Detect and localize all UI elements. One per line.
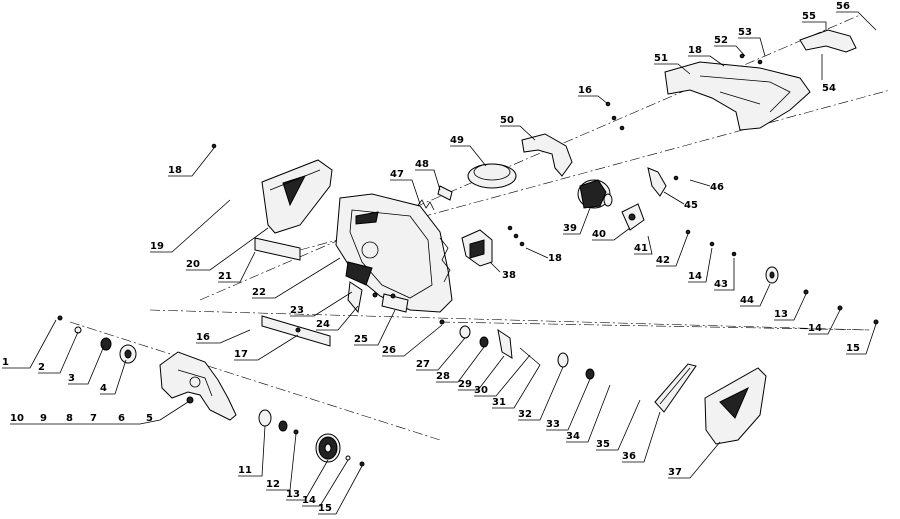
callout-23: 23 bbox=[290, 305, 304, 316]
callout-40: 40 bbox=[592, 229, 606, 240]
part-pulley-bracket bbox=[621, 203, 645, 231]
callout-8: 8 bbox=[66, 413, 73, 424]
callout-15-wheel: 15 bbox=[318, 503, 332, 514]
callout-14-lower: 14 bbox=[808, 323, 822, 334]
part-spring-and-clip bbox=[417, 185, 453, 211]
callout-56: 56 bbox=[836, 1, 850, 12]
callout-13-shaft: 13 bbox=[774, 309, 788, 320]
callout-52: 52 bbox=[714, 35, 728, 46]
callout-41: 41 bbox=[634, 243, 648, 254]
part-plate bbox=[254, 237, 301, 261]
callout-54: 54 bbox=[822, 83, 836, 94]
small-fasteners bbox=[211, 53, 879, 325]
callout-49: 49 bbox=[450, 135, 464, 146]
callout-29: 29 bbox=[458, 379, 472, 390]
callout-12: 12 bbox=[266, 479, 280, 490]
callout-55: 55 bbox=[802, 11, 816, 22]
callout-42: 42 bbox=[656, 255, 670, 266]
callout-18-top: 18 bbox=[688, 45, 702, 56]
part-front-frame bbox=[159, 351, 237, 421]
callout-26: 26 bbox=[382, 345, 396, 356]
callout-50: 50 bbox=[500, 115, 514, 126]
callout-7: 7 bbox=[90, 413, 97, 424]
callout-32: 32 bbox=[518, 409, 532, 420]
callout-16-lower: 16 bbox=[196, 332, 210, 343]
callout-38: 38 bbox=[502, 270, 516, 281]
part-curved-housing bbox=[521, 133, 573, 177]
callout-36: 36 bbox=[622, 451, 636, 462]
callout-5: 5 bbox=[146, 413, 153, 424]
axis-middle bbox=[149, 309, 871, 331]
callout-45: 45 bbox=[684, 200, 698, 211]
part-front-bearings bbox=[57, 315, 137, 364]
callout-43: 43 bbox=[714, 279, 728, 290]
callout-13-wheel: 13 bbox=[286, 489, 300, 500]
callout-46: 46 bbox=[710, 182, 724, 193]
callout-27: 27 bbox=[416, 359, 430, 370]
callout-18-left: 18 bbox=[168, 165, 182, 176]
callout-19: 19 bbox=[150, 241, 164, 252]
callout-21: 21 bbox=[218, 271, 232, 282]
axis-top bbox=[199, 14, 861, 301]
callout-44: 44 bbox=[740, 295, 754, 306]
callout-25: 25 bbox=[354, 334, 368, 345]
callout-11: 11 bbox=[238, 465, 252, 476]
callout-14-wheel: 14 bbox=[302, 495, 316, 506]
part-small-brackets bbox=[347, 281, 409, 314]
callout-34: 34 bbox=[566, 431, 580, 442]
callout-1: 1 bbox=[2, 357, 9, 368]
callout-18-mid: 18 bbox=[548, 253, 562, 264]
callout-37: 37 bbox=[668, 467, 682, 478]
assembly-axes bbox=[69, 14, 891, 441]
part-motor-bracket bbox=[647, 167, 667, 197]
callout-15-shaft: 15 bbox=[846, 343, 860, 354]
callout-22: 22 bbox=[252, 287, 266, 298]
axis-front bbox=[69, 321, 441, 441]
part-top-cap bbox=[799, 29, 857, 53]
callout-53: 53 bbox=[738, 27, 752, 38]
callout-17: 17 bbox=[234, 349, 248, 360]
callout-2: 2 bbox=[38, 362, 45, 373]
callout-3: 3 bbox=[68, 373, 75, 384]
part-right-side-cover bbox=[704, 367, 767, 445]
callout-24: 24 bbox=[316, 319, 330, 330]
part-motor bbox=[577, 179, 613, 209]
part-top-hood bbox=[664, 61, 811, 131]
callout-10: 10 bbox=[10, 413, 24, 424]
callout-30: 30 bbox=[474, 385, 488, 396]
callout-20: 20 bbox=[186, 259, 200, 270]
callout-35: 35 bbox=[596, 439, 610, 450]
callout-4: 4 bbox=[100, 383, 107, 394]
part-belt bbox=[654, 363, 697, 413]
callout-47: 47 bbox=[390, 169, 404, 180]
part-left-side-cover bbox=[261, 159, 333, 234]
part-pulley bbox=[765, 266, 779, 284]
callout-labels: 1 2 3 4 5 6 7 8 9 10 11 12 13 13 14 14 1… bbox=[2, 1, 860, 514]
callout-14-upper: 14 bbox=[688, 271, 702, 282]
callout-51: 51 bbox=[654, 53, 668, 64]
callout-39: 39 bbox=[563, 223, 577, 234]
part-main-housing bbox=[335, 193, 453, 313]
part-dome-cover bbox=[467, 163, 517, 189]
callout-48: 48 bbox=[415, 159, 429, 170]
callout-6: 6 bbox=[118, 413, 125, 424]
callout-28: 28 bbox=[436, 371, 450, 382]
axis-upper bbox=[299, 89, 891, 251]
callout-16-upper: 16 bbox=[578, 85, 592, 96]
callout-33: 33 bbox=[546, 419, 560, 430]
leader-lines bbox=[2, 11, 877, 515]
part-shaft-group bbox=[439, 319, 595, 380]
callout-9: 9 bbox=[40, 413, 47, 424]
part-axle-plate bbox=[261, 315, 331, 347]
part-wheel-group bbox=[258, 409, 365, 467]
part-switch-bracket bbox=[461, 229, 493, 267]
axis-lower bbox=[439, 321, 871, 331]
callout-31: 31 bbox=[492, 397, 506, 408]
